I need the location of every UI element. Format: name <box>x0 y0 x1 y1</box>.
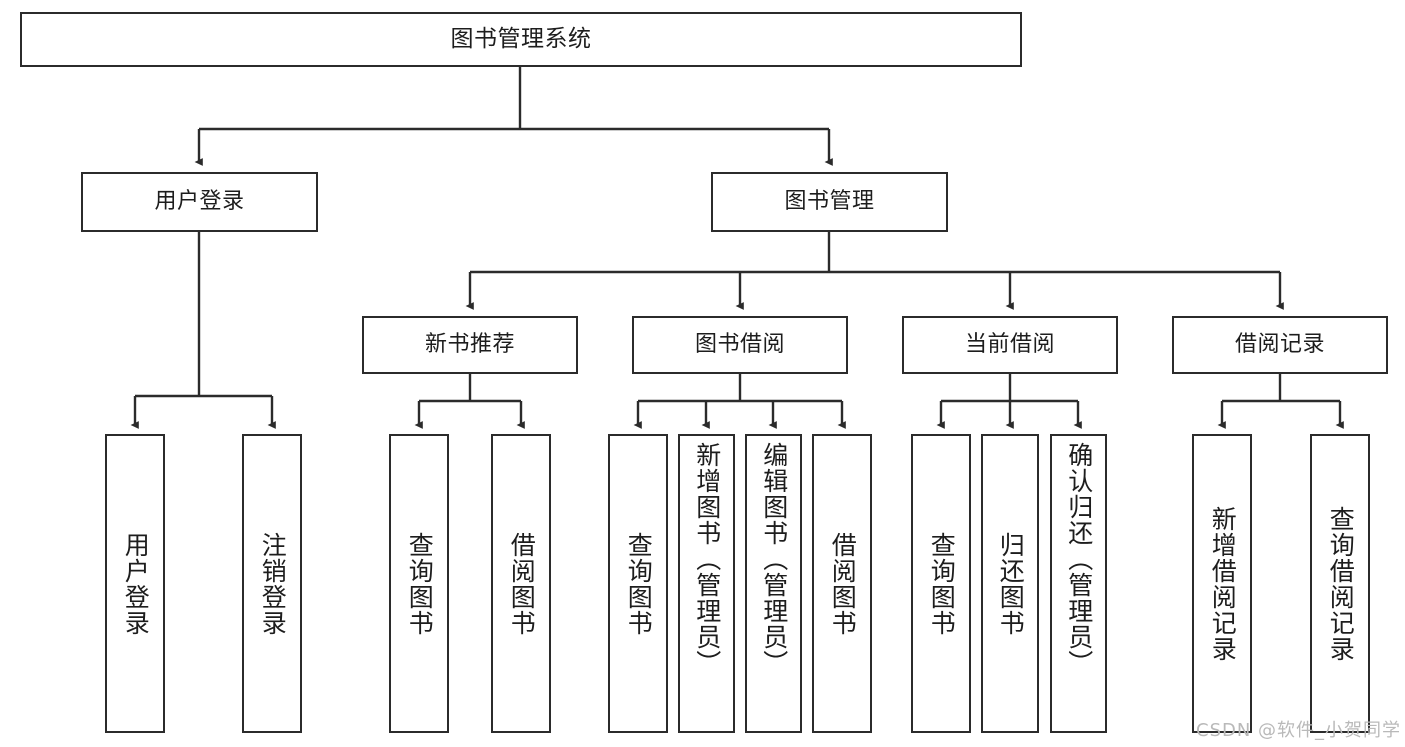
node-label: 查询图书 <box>624 531 654 636</box>
node-current-borrow[interactable]: 当前借阅 <box>902 316 1118 374</box>
node-label: 归还图书 <box>996 531 1026 636</box>
node-leaf-return-book[interactable]: 归还图书 <box>981 434 1039 733</box>
node-label: 查询图书 <box>405 531 435 636</box>
node-label: 图书管理系统 <box>450 25 592 52</box>
node-label: 当前借阅 <box>964 332 1055 358</box>
node-leaf-query-borrow-record[interactable]: 查询借阅记录 <box>1310 434 1370 733</box>
node-new-book-recommend[interactable]: 新书推荐 <box>362 316 578 374</box>
node-label: 编辑图书（管理员） <box>759 442 789 676</box>
node-label: 查询图书 <box>927 531 957 636</box>
node-book-management[interactable]: 图书管理 <box>711 172 948 232</box>
node-leaf-query-book-recommend[interactable]: 查询图书 <box>389 434 449 733</box>
node-label: 确认归还（管理员） <box>1064 442 1094 676</box>
node-label: 借阅记录 <box>1234 332 1325 358</box>
node-leaf-add-book[interactable]: 新增图书（管理员） <box>678 434 735 733</box>
node-label: 注销登录 <box>258 531 288 636</box>
node-label: 借阅图书 <box>507 531 537 636</box>
node-label: 用户登录 <box>154 189 245 215</box>
node-leaf-query-book-current[interactable]: 查询图书 <box>911 434 971 733</box>
node-label: 新增图书（管理员） <box>692 442 722 676</box>
node-leaf-user-login[interactable]: 用户登录 <box>105 434 165 733</box>
csdn-watermark: CSDN @软件_小贺同学 <box>1196 720 1402 741</box>
node-leaf-borrow-book-recommend[interactable]: 借阅图书 <box>491 434 551 733</box>
node-leaf-add-borrow-record[interactable]: 新增借阅记录 <box>1192 434 1252 733</box>
node-borrow-record[interactable]: 借阅记录 <box>1172 316 1388 374</box>
node-user-login[interactable]: 用户登录 <box>81 172 318 232</box>
node-leaf-borrow-book[interactable]: 借阅图书 <box>812 434 872 733</box>
node-label: 新增借阅记录 <box>1208 505 1238 662</box>
node-label: 查询借阅记录 <box>1326 505 1356 662</box>
node-leaf-edit-book[interactable]: 编辑图书（管理员） <box>745 434 802 733</box>
node-label: 图书借阅 <box>694 332 785 358</box>
node-leaf-query-book-borrow[interactable]: 查询图书 <box>608 434 668 733</box>
node-label: 新书推荐 <box>424 332 515 358</box>
node-label: 借阅图书 <box>828 531 858 636</box>
node-root-book-management-system[interactable]: 图书管理系统 <box>20 12 1022 67</box>
node-leaf-confirm-return[interactable]: 确认归还（管理员） <box>1050 434 1107 733</box>
node-label: 图书管理 <box>784 189 875 215</box>
node-leaf-user-logout[interactable]: 注销登录 <box>242 434 302 733</box>
node-label: 用户登录 <box>121 531 151 636</box>
node-book-borrow[interactable]: 图书借阅 <box>632 316 848 374</box>
